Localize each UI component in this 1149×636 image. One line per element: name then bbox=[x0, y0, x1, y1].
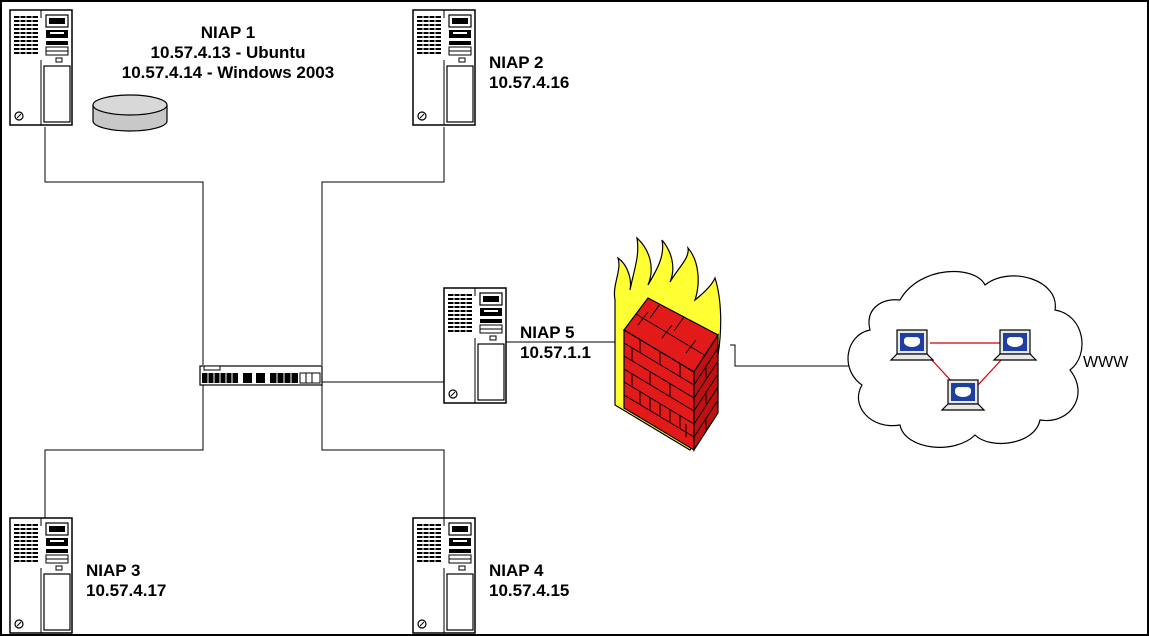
laptop-icon bbox=[994, 330, 1036, 360]
niap1-address-windows: 10.57.4.14 - Windows 2003 bbox=[118, 63, 338, 83]
niap1-name: NIAP 1 bbox=[118, 23, 338, 43]
www-label: WWW bbox=[1083, 354, 1128, 372]
niap5-name: NIAP 5 bbox=[520, 323, 591, 343]
niap4-address: 10.57.4.15 bbox=[489, 581, 569, 601]
niap5-server-icon bbox=[444, 288, 506, 403]
laptop-icon bbox=[891, 330, 933, 360]
niap2-label: NIAP 2 10.57.4.16 bbox=[489, 53, 569, 93]
niap3-label: NIAP 3 10.57.4.17 bbox=[86, 561, 166, 601]
network-switch-icon bbox=[200, 366, 322, 385]
firewall-icon bbox=[614, 238, 720, 450]
link-niap1 bbox=[45, 127, 203, 365]
niap3-server-icon bbox=[10, 518, 72, 633]
niap4-label: NIAP 4 10.57.4.15 bbox=[489, 561, 569, 601]
link-niap4 bbox=[322, 385, 444, 520]
niap3-name: NIAP 3 bbox=[86, 561, 166, 581]
niap3-address: 10.57.4.17 bbox=[86, 581, 166, 601]
laptop-icon bbox=[942, 380, 984, 410]
niap2-address: 10.57.4.16 bbox=[489, 73, 569, 93]
internet-cloud-icon bbox=[848, 271, 1082, 447]
niap1-address-ubuntu: 10.57.4.13 - Ubuntu bbox=[118, 43, 338, 63]
link-internet bbox=[730, 345, 858, 366]
link-niap3 bbox=[45, 385, 203, 520]
niap2-name: NIAP 2 bbox=[489, 53, 569, 73]
niap4-server-icon bbox=[413, 518, 475, 633]
niap5-address: 10.57.1.1 bbox=[520, 343, 591, 363]
niap1-label: NIAP 1 10.57.4.13 - Ubuntu 10.57.4.14 - … bbox=[118, 23, 338, 83]
niap5-label: NIAP 5 10.57.1.1 bbox=[520, 323, 591, 363]
niap2-server-icon bbox=[413, 10, 475, 125]
niap4-name: NIAP 4 bbox=[489, 561, 569, 581]
link-niap2 bbox=[322, 127, 444, 365]
disk-storage-icon bbox=[93, 95, 167, 131]
niap1-server-icon bbox=[10, 10, 72, 125]
